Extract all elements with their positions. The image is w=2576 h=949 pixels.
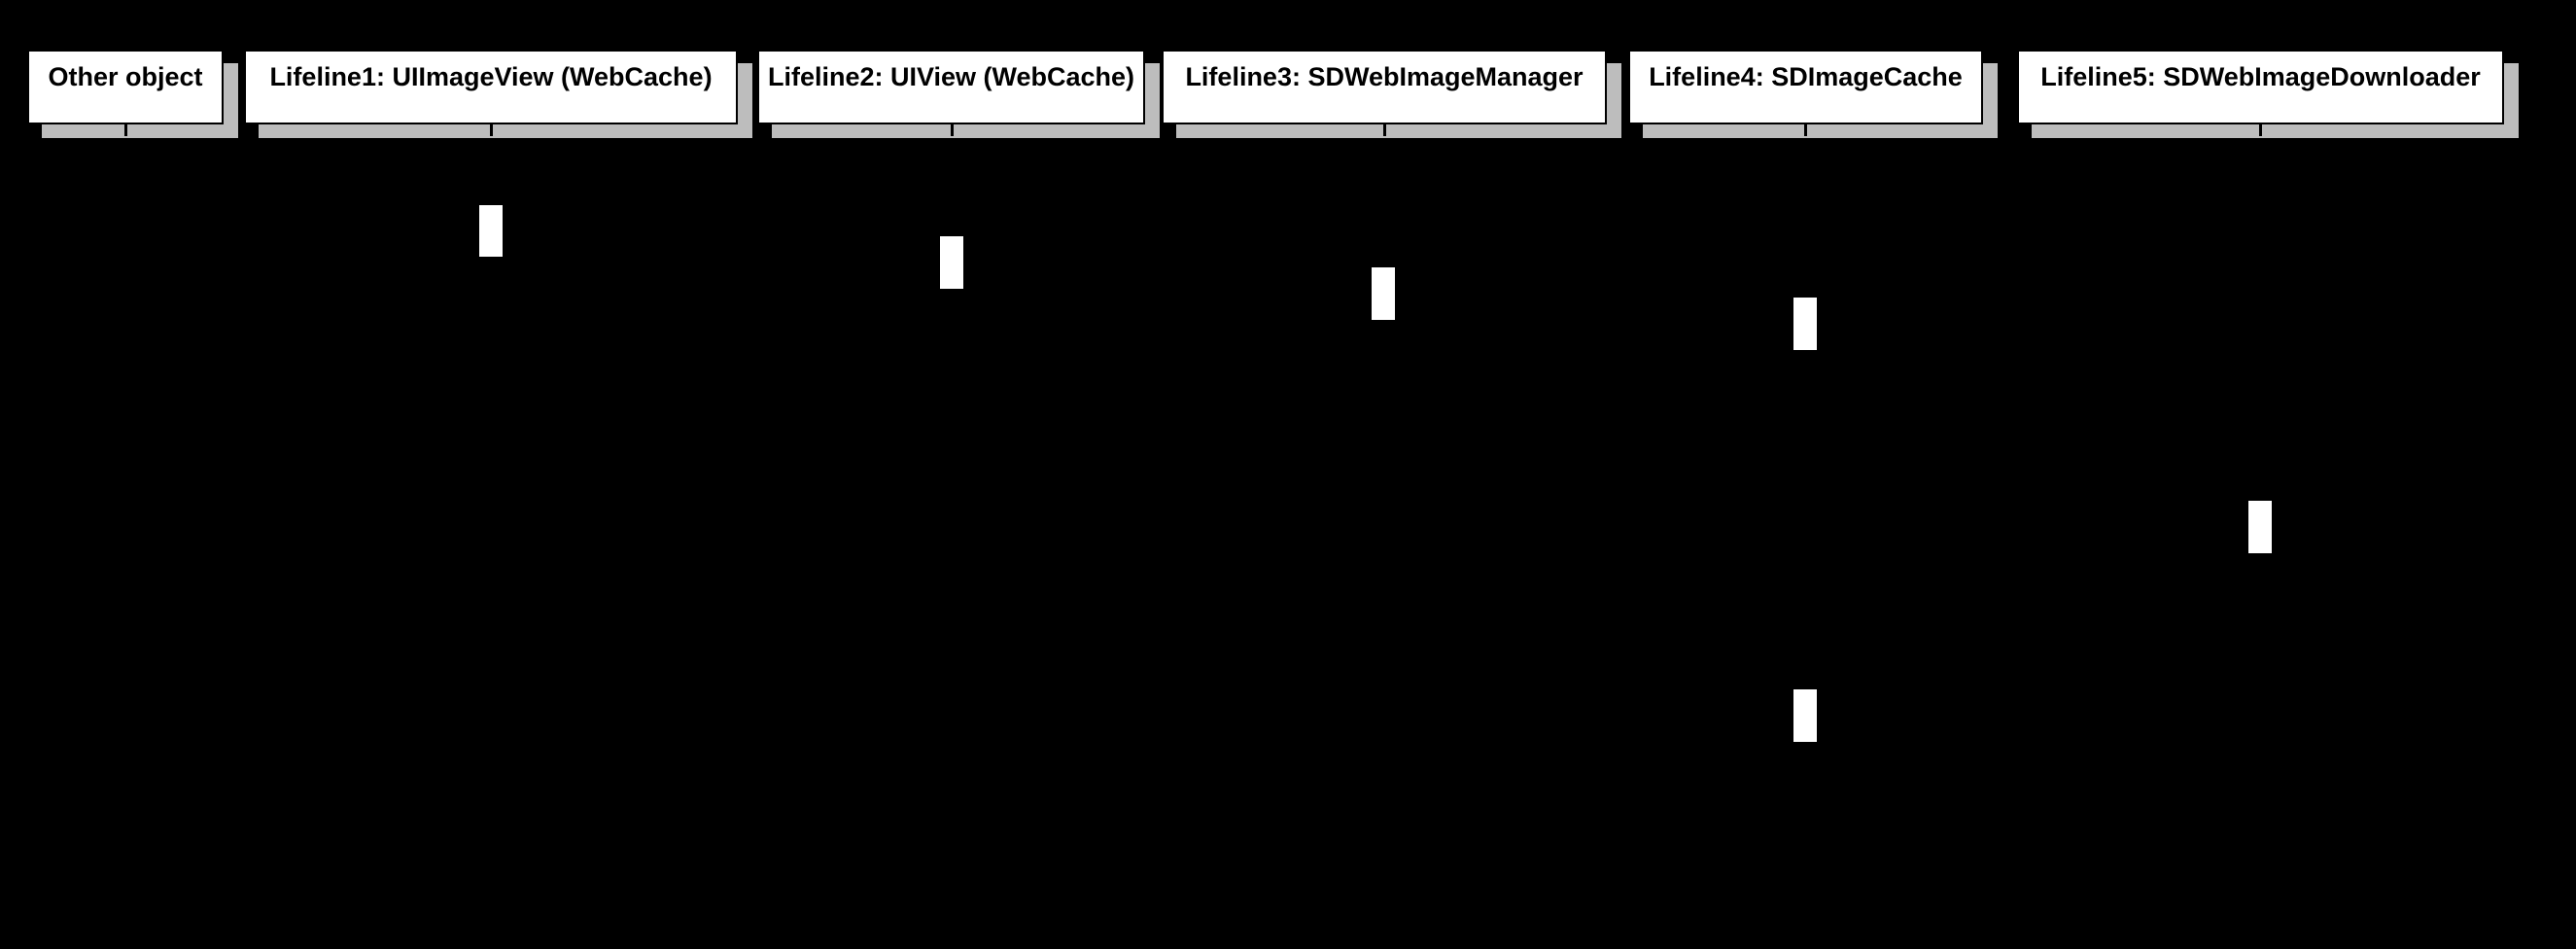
lifeline-head-other-object: Other object xyxy=(27,50,224,124)
activation-bar-lifeline5-sdwebimagedownloader xyxy=(2248,501,2272,553)
activation-bar-lifeline4-sdimagecache xyxy=(1793,298,1817,350)
lifeline-head-label: Lifeline3: SDWebImageManager xyxy=(1185,62,1584,91)
lifeline-head-label: Lifeline2: UIView (WebCache) xyxy=(767,62,1135,91)
lifeline-dashed-line-lifeline1-uiimageview xyxy=(490,124,493,924)
lifeline-dashed-line-other-object xyxy=(124,124,127,924)
lifeline-dashed-line-lifeline3-sdwebimagemanager xyxy=(1383,124,1386,924)
lifeline-dashed-line-lifeline4-sdimagecache xyxy=(1804,124,1807,924)
lifeline-dashed-line-lifeline2-uiview xyxy=(951,124,954,924)
lifeline-head-label: Lifeline1: UIImageView (WebCache) xyxy=(269,62,713,91)
lifeline-head-label: Lifeline5: SDWebImageDownloader xyxy=(2040,62,2481,91)
lifeline-head-label: Other object xyxy=(48,62,203,91)
lifeline-head-lifeline2-uiview: Lifeline2: UIView (WebCache) xyxy=(757,50,1145,124)
lifeline-head-lifeline3-sdwebimagemanager: Lifeline3: SDWebImageManager xyxy=(1162,50,1607,124)
activation-bar-lifeline4-sdimagecache xyxy=(1793,689,1817,742)
lifeline-head-lifeline1-uiimageview: Lifeline1: UIImageView (WebCache) xyxy=(244,50,738,124)
activation-bar-lifeline2-uiview xyxy=(940,236,963,289)
activation-bar-lifeline1-uiimageview xyxy=(479,205,503,257)
lifeline-head-label: Lifeline4: SDImageCache xyxy=(1649,62,1963,91)
lifeline-head-lifeline4-sdimagecache: Lifeline4: SDImageCache xyxy=(1628,50,1983,124)
lifeline-head-lifeline5-sdwebimagedownloader: Lifeline5: SDWebImageDownloader xyxy=(2017,50,2504,124)
activation-bar-lifeline3-sdwebimagemanager xyxy=(1372,267,1395,320)
